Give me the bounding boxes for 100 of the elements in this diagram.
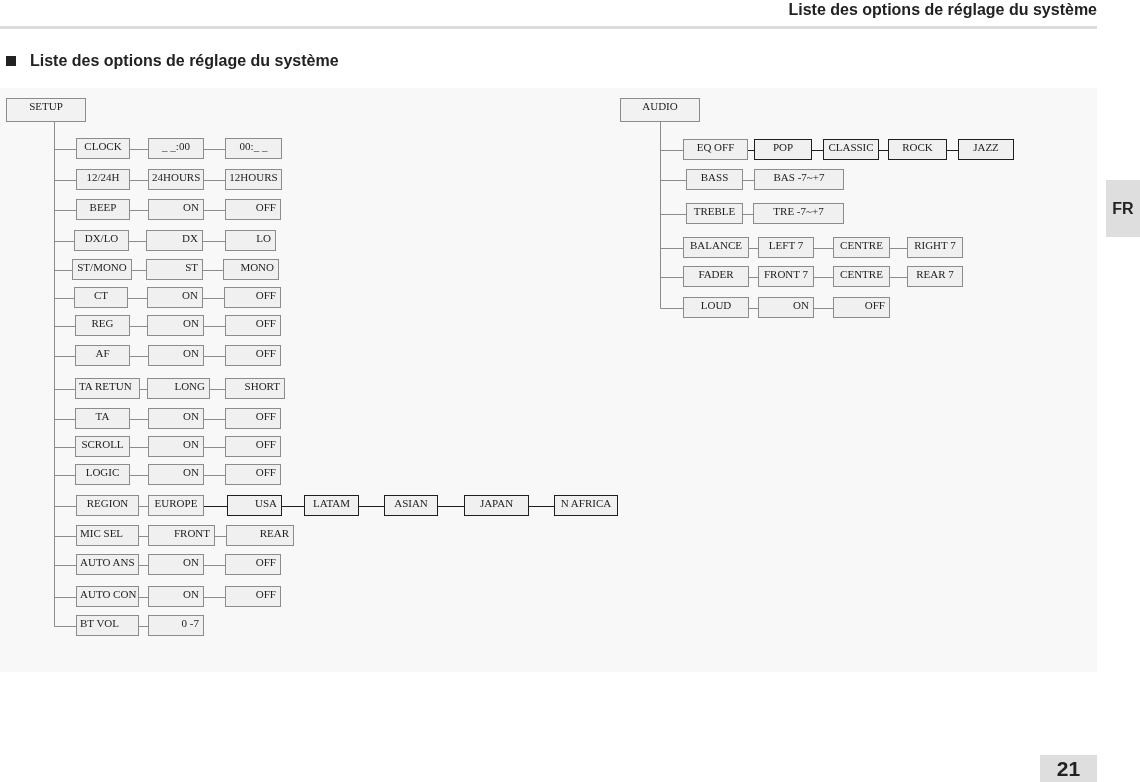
menu-item-box: FADER: [683, 266, 749, 287]
section-heading: Liste des options de réglage du système: [30, 51, 339, 70]
option-box: ON: [758, 297, 814, 318]
option-box: RIGHT 7: [907, 237, 963, 258]
connector-line: [528, 506, 555, 507]
menu-item-box: DX/LO: [74, 230, 129, 251]
connector-line: [747, 150, 755, 151]
connector-line: [878, 150, 889, 151]
connector-line: [131, 270, 147, 271]
option-box: FRONT 7: [758, 266, 814, 287]
option-box: ON: [147, 287, 203, 308]
menu-item-box: LOGIC: [75, 464, 130, 485]
menu-item-box: REG: [75, 315, 130, 336]
option-box: ON: [148, 586, 204, 607]
menu-item-box: EQ OFF: [683, 139, 748, 160]
connector-line: [748, 277, 759, 278]
menu-item-box: AUTO CON: [76, 586, 139, 607]
menu-item-box: SCROLL: [75, 436, 130, 457]
connector-line: [127, 298, 148, 299]
option-box: OFF: [225, 464, 281, 485]
option-box: CENTRE: [833, 237, 890, 258]
connector-line: [748, 248, 759, 249]
option-box: OFF: [225, 199, 281, 220]
connector-line: [203, 597, 226, 598]
option-box: JAPAN: [464, 495, 529, 516]
option-box: ON: [148, 464, 204, 485]
option-box: ASIAN: [384, 495, 438, 516]
option-box: LO: [225, 230, 276, 251]
menu-item-box: TA RETUN: [75, 378, 140, 399]
connector-line: [358, 506, 385, 507]
option-box: USA: [227, 495, 282, 516]
connector-line: [203, 149, 226, 150]
menu-item-box: TA: [75, 408, 130, 429]
option-box: N AFRICA: [554, 495, 618, 516]
language-tab: FR: [1106, 180, 1140, 237]
connector-line: [742, 214, 754, 215]
menu-item-box: TREBLE: [686, 203, 743, 224]
connector-line: [202, 241, 226, 242]
option-box: EUROPE: [148, 495, 204, 516]
option-box: BAS -7~+7: [754, 169, 844, 190]
option-box: SHORT: [225, 378, 285, 399]
connector-line: [128, 241, 147, 242]
option-box: REAR 7: [907, 266, 963, 287]
connector-line: [139, 389, 148, 390]
connector-line: [202, 270, 224, 271]
option-box: _ _:00: [148, 138, 204, 159]
connector-line: [129, 475, 149, 476]
connector-line: [813, 248, 834, 249]
option-box: LATAM: [304, 495, 359, 516]
option-box: JAZZ: [958, 139, 1014, 160]
menu-root-box: SETUP: [6, 98, 86, 122]
connector-line: [203, 447, 226, 448]
option-box: 12HOURS: [225, 169, 282, 190]
connector-line: [946, 150, 959, 151]
menu-root-box: AUDIO: [620, 98, 700, 122]
connector-line: [214, 536, 227, 537]
menu-item-box: 12/24H: [76, 169, 130, 190]
connector-line: [203, 356, 226, 357]
connector-line: [129, 419, 149, 420]
option-box: MONO: [223, 259, 279, 280]
connector-line: [203, 506, 228, 507]
option-box: OFF: [224, 287, 281, 308]
menu-item-box: BASS: [686, 169, 743, 190]
connector-line: [202, 298, 225, 299]
menu-item-box: CT: [74, 287, 128, 308]
connector-line: [138, 506, 149, 507]
menu-item-box: MIC SEL: [76, 525, 139, 546]
menu-item-box: LOUD: [683, 297, 749, 318]
connector-line: [138, 565, 149, 566]
connector-line: [203, 565, 226, 566]
option-box: TRE -7~+7: [753, 203, 844, 224]
option-box: REAR: [226, 525, 294, 546]
connector-line: [203, 180, 226, 181]
connector-line: [129, 210, 149, 211]
option-box: CENTRE: [833, 266, 890, 287]
menu-item-box: REGION: [76, 495, 139, 516]
connector-line: [138, 626, 149, 627]
option-box: LEFT 7: [758, 237, 814, 258]
option-box: OFF: [833, 297, 890, 318]
option-box: 24HOURS: [148, 169, 204, 190]
connector-line: [138, 597, 149, 598]
option-box: ON: [147, 315, 204, 336]
option-box: OFF: [225, 586, 281, 607]
option-box: POP: [754, 139, 812, 160]
option-box: OFF: [225, 436, 281, 457]
option-box: FRONT: [148, 525, 215, 546]
option-box: LONG: [147, 378, 210, 399]
connector-line: [129, 180, 149, 181]
option-box: 0 -7: [148, 615, 204, 636]
menu-item-box: CLOCK: [76, 138, 130, 159]
option-box: ST: [146, 259, 203, 280]
menu-item-box: AF: [75, 345, 130, 366]
option-box: ON: [148, 345, 204, 366]
connector-line: [437, 506, 465, 507]
connector-line: [742, 180, 755, 181]
connector-line: [209, 389, 226, 390]
option-box: ON: [148, 408, 204, 429]
connector-line: [660, 121, 684, 309]
connector-line: [889, 277, 908, 278]
connector-line: [203, 419, 226, 420]
